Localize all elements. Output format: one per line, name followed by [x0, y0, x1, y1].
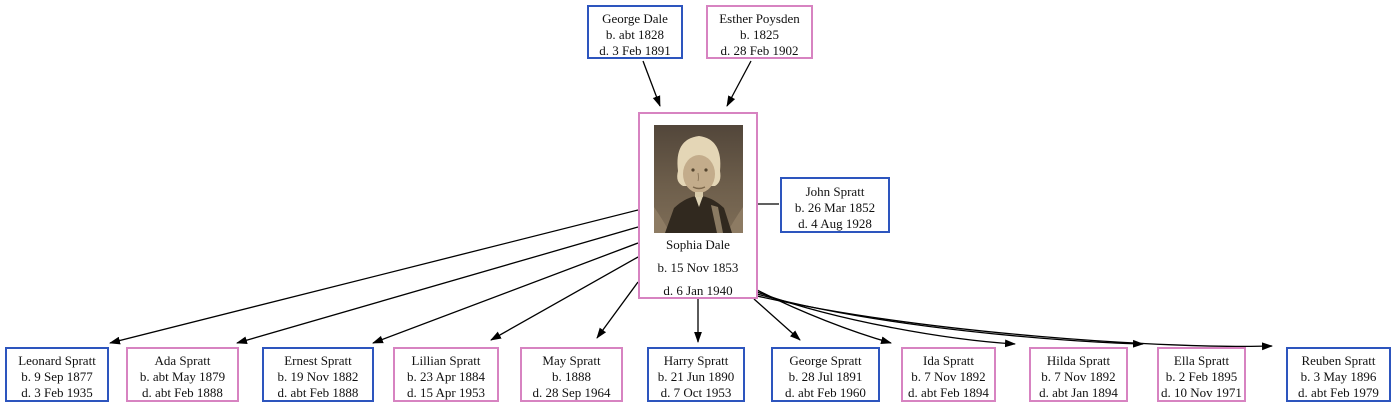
death-date: d. abt Jan 1894: [1039, 385, 1118, 400]
edge-sophia-to-ernest: [372, 242, 639, 344]
person-box-ella-spratt[interactable]: Ella Spratt b. 2 Feb 1895 d. 10 Nov 1971: [1157, 347, 1246, 402]
birth-date: b. 23 Apr 1884: [407, 369, 485, 384]
birth-date: b. 1888: [552, 369, 591, 384]
edge-georgedale-to-sophia: [642, 60, 661, 107]
person-box-may-spratt[interactable]: May Spratt b. 1888 d. 28 Sep 1964: [520, 347, 623, 402]
person-name: Lillian Spratt: [411, 353, 481, 368]
birth-date: b. 7 Nov 1892: [911, 369, 986, 384]
death-date: d. abt Feb 1979: [1298, 385, 1379, 400]
person-name: Leonard Spratt: [18, 353, 96, 368]
person-box-reuben-spratt[interactable]: Reuben Spratt b. 3 May 1896 d. abt Feb 1…: [1286, 347, 1391, 402]
birth-date: b. abt 1828: [605, 27, 665, 42]
birth-date: b. 21 Jun 1890: [657, 369, 735, 384]
death-date: d. 15 Apr 1953: [407, 385, 485, 400]
person-box-sophia-dale[interactable]: Sophia Dale b. 15 Nov 1853 d. 6 Jan 1940: [638, 112, 758, 299]
death-date: d. 10 Nov 1971: [1161, 385, 1242, 400]
edge-sophia-to-leonard: [109, 209, 639, 345]
death-date: d. abt Feb 1888: [142, 385, 223, 400]
person-name: Ada Spratt: [154, 353, 211, 368]
edge-sophia-to-reuben: [756, 295, 1273, 351]
death-date: d. 4 Aug 1928: [798, 216, 872, 231]
edge-sophia-to-may: [596, 281, 639, 339]
edge-sophia-to-ada: [236, 226, 639, 344]
person-name: George Spratt: [789, 353, 862, 368]
person-box-hilda-spratt[interactable]: Hilda Spratt b. 7 Nov 1892 d. abt Jan 18…: [1029, 347, 1128, 402]
person-name: Harry Spratt: [663, 353, 729, 368]
death-date: d. 3 Feb 1935: [21, 385, 93, 400]
person-box-lillian-spratt[interactable]: Lillian Spratt b. 23 Apr 1884 d. 15 Apr …: [393, 347, 499, 402]
death-date: d. abt Feb 1894: [908, 385, 989, 400]
birth-date: b. 7 Nov 1892: [1041, 369, 1116, 384]
person-name: George Dale: [602, 11, 668, 26]
person-box-john-spratt[interactable]: John Spratt b. 26 Mar 1852 d. 4 Aug 1928: [780, 177, 890, 233]
edge-sophia-to-george: [753, 298, 801, 341]
person-name: Hilda Spratt: [1046, 353, 1111, 368]
death-date: d. 6 Jan 1940: [663, 283, 733, 298]
person-name: Ida Spratt: [923, 353, 974, 368]
death-date: d. abt Feb 1888: [277, 385, 359, 400]
birth-date: b. 28 Jul 1891: [788, 369, 863, 384]
edge-sophia-to-lillian: [490, 256, 639, 341]
person-name: Sophia Dale: [666, 237, 730, 252]
person-name: May Spratt: [542, 353, 601, 368]
birth-date: b. abt May 1879: [139, 369, 226, 384]
edge-sophia-to-ella: [756, 293, 1144, 348]
person-box-ada-spratt[interactable]: Ada Spratt b. abt May 1879 d. abt Feb 18…: [126, 347, 239, 402]
death-date: d. 28 Sep 1964: [532, 385, 611, 400]
birth-date: b. 9 Sep 1877: [21, 369, 93, 384]
sophia-photo: [653, 125, 743, 233]
person-box-esther-poysden[interactable]: Esther Poysden b. 1825 d. 28 Feb 1902: [706, 5, 813, 59]
person-name: Ernest Spratt: [284, 353, 352, 368]
person-box-george-spratt[interactable]: George Spratt b. 28 Jul 1891 d. abt Feb …: [771, 347, 880, 402]
person-box-george-dale[interactable]: George Dale b. abt 1828 d. 3 Feb 1891: [587, 5, 683, 59]
death-date: d. abt Feb 1960: [785, 385, 866, 400]
person-name: Esther Poysden: [719, 11, 800, 26]
birth-date: b. 19 Nov 1882: [277, 369, 359, 384]
birth-date: b. 15 Nov 1853: [657, 260, 739, 275]
birth-date: b. 2 Feb 1895: [1165, 369, 1238, 384]
person-box-ida-spratt[interactable]: Ida Spratt b. 7 Nov 1892 d. abt Feb 1894: [901, 347, 996, 402]
person-box-harry-spratt[interactable]: Harry Spratt b. 21 Jun 1890 d. 7 Oct 195…: [647, 347, 745, 402]
birth-date: b. 1825: [740, 27, 779, 42]
death-date: d. 7 Oct 1953: [660, 385, 732, 400]
person-name: Ella Spratt: [1173, 353, 1230, 368]
birth-date: b. 3 May 1896: [1300, 369, 1377, 384]
person-box-ernest-spratt[interactable]: Ernest Spratt b. 19 Nov 1882 d. abt Feb …: [262, 347, 374, 402]
death-date: d. 28 Feb 1902: [720, 43, 799, 58]
person-box-leonard-spratt[interactable]: Leonard Spratt b. 9 Sep 1877 d. 3 Feb 19…: [5, 347, 109, 402]
death-date: d. 3 Feb 1891: [599, 43, 671, 58]
edge-esther-to-sophia: [726, 60, 752, 107]
person-name: Reuben Spratt: [1301, 353, 1376, 368]
person-name: John Spratt: [805, 184, 865, 199]
birth-date: b. 26 Mar 1852: [794, 200, 876, 215]
